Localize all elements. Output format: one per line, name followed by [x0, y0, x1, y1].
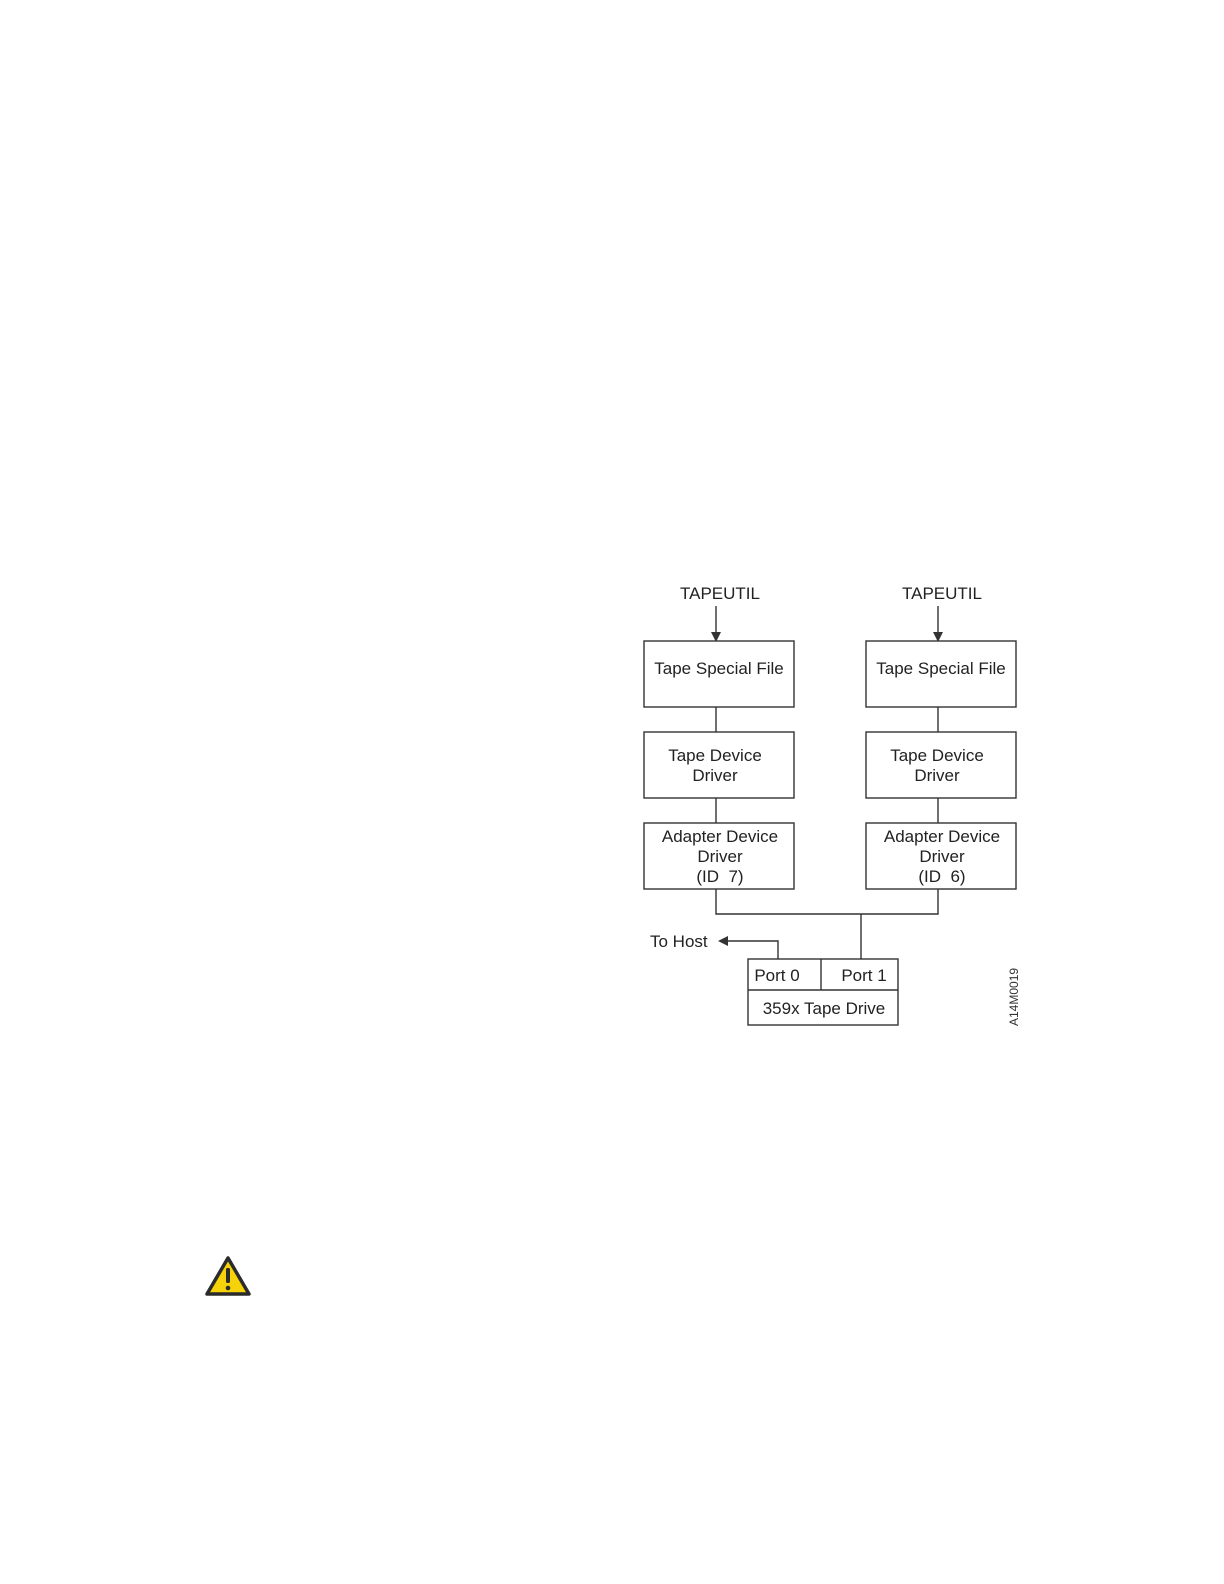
to-host-label: To Host: [650, 932, 708, 951]
right-adapter-driver-label: Adapter Device: [884, 827, 1000, 846]
left-device-driver-label-2: Driver: [692, 766, 738, 785]
to-host-arrow: [720, 941, 778, 959]
port-1-label: Port 1: [841, 966, 886, 985]
left-special-file-label: Tape Special File: [654, 659, 783, 678]
right-adapter-driver-label-2: Driver: [919, 847, 965, 866]
right-input-label: TAPEUTIL: [902, 584, 982, 603]
right-device-driver-label-2: Driver: [914, 766, 960, 785]
left-input-label: TAPEUTIL: [680, 584, 760, 603]
port-0-label: Port 0: [754, 966, 799, 985]
left-adapter-id-label: (ID 7): [696, 867, 743, 886]
right-special-file-label: Tape Special File: [876, 659, 1005, 678]
right-device-driver-label: Tape Device: [890, 746, 984, 765]
right-device-driver-box: [866, 732, 1016, 798]
left-device-driver-label: Tape Device: [668, 746, 762, 765]
warning-triangle-icon: [204, 1255, 252, 1297]
left-adapter-driver-label-2: Driver: [697, 847, 743, 866]
tape-drive-label: 359x Tape Drive: [763, 999, 886, 1018]
figure-id-label: A14M0019: [1007, 968, 1021, 1026]
bus-connector: [716, 889, 938, 914]
left-device-driver-box: [644, 732, 794, 798]
left-adapter-driver-label: Adapter Device: [662, 827, 778, 846]
right-adapter-id-label: (ID 6): [918, 867, 965, 886]
